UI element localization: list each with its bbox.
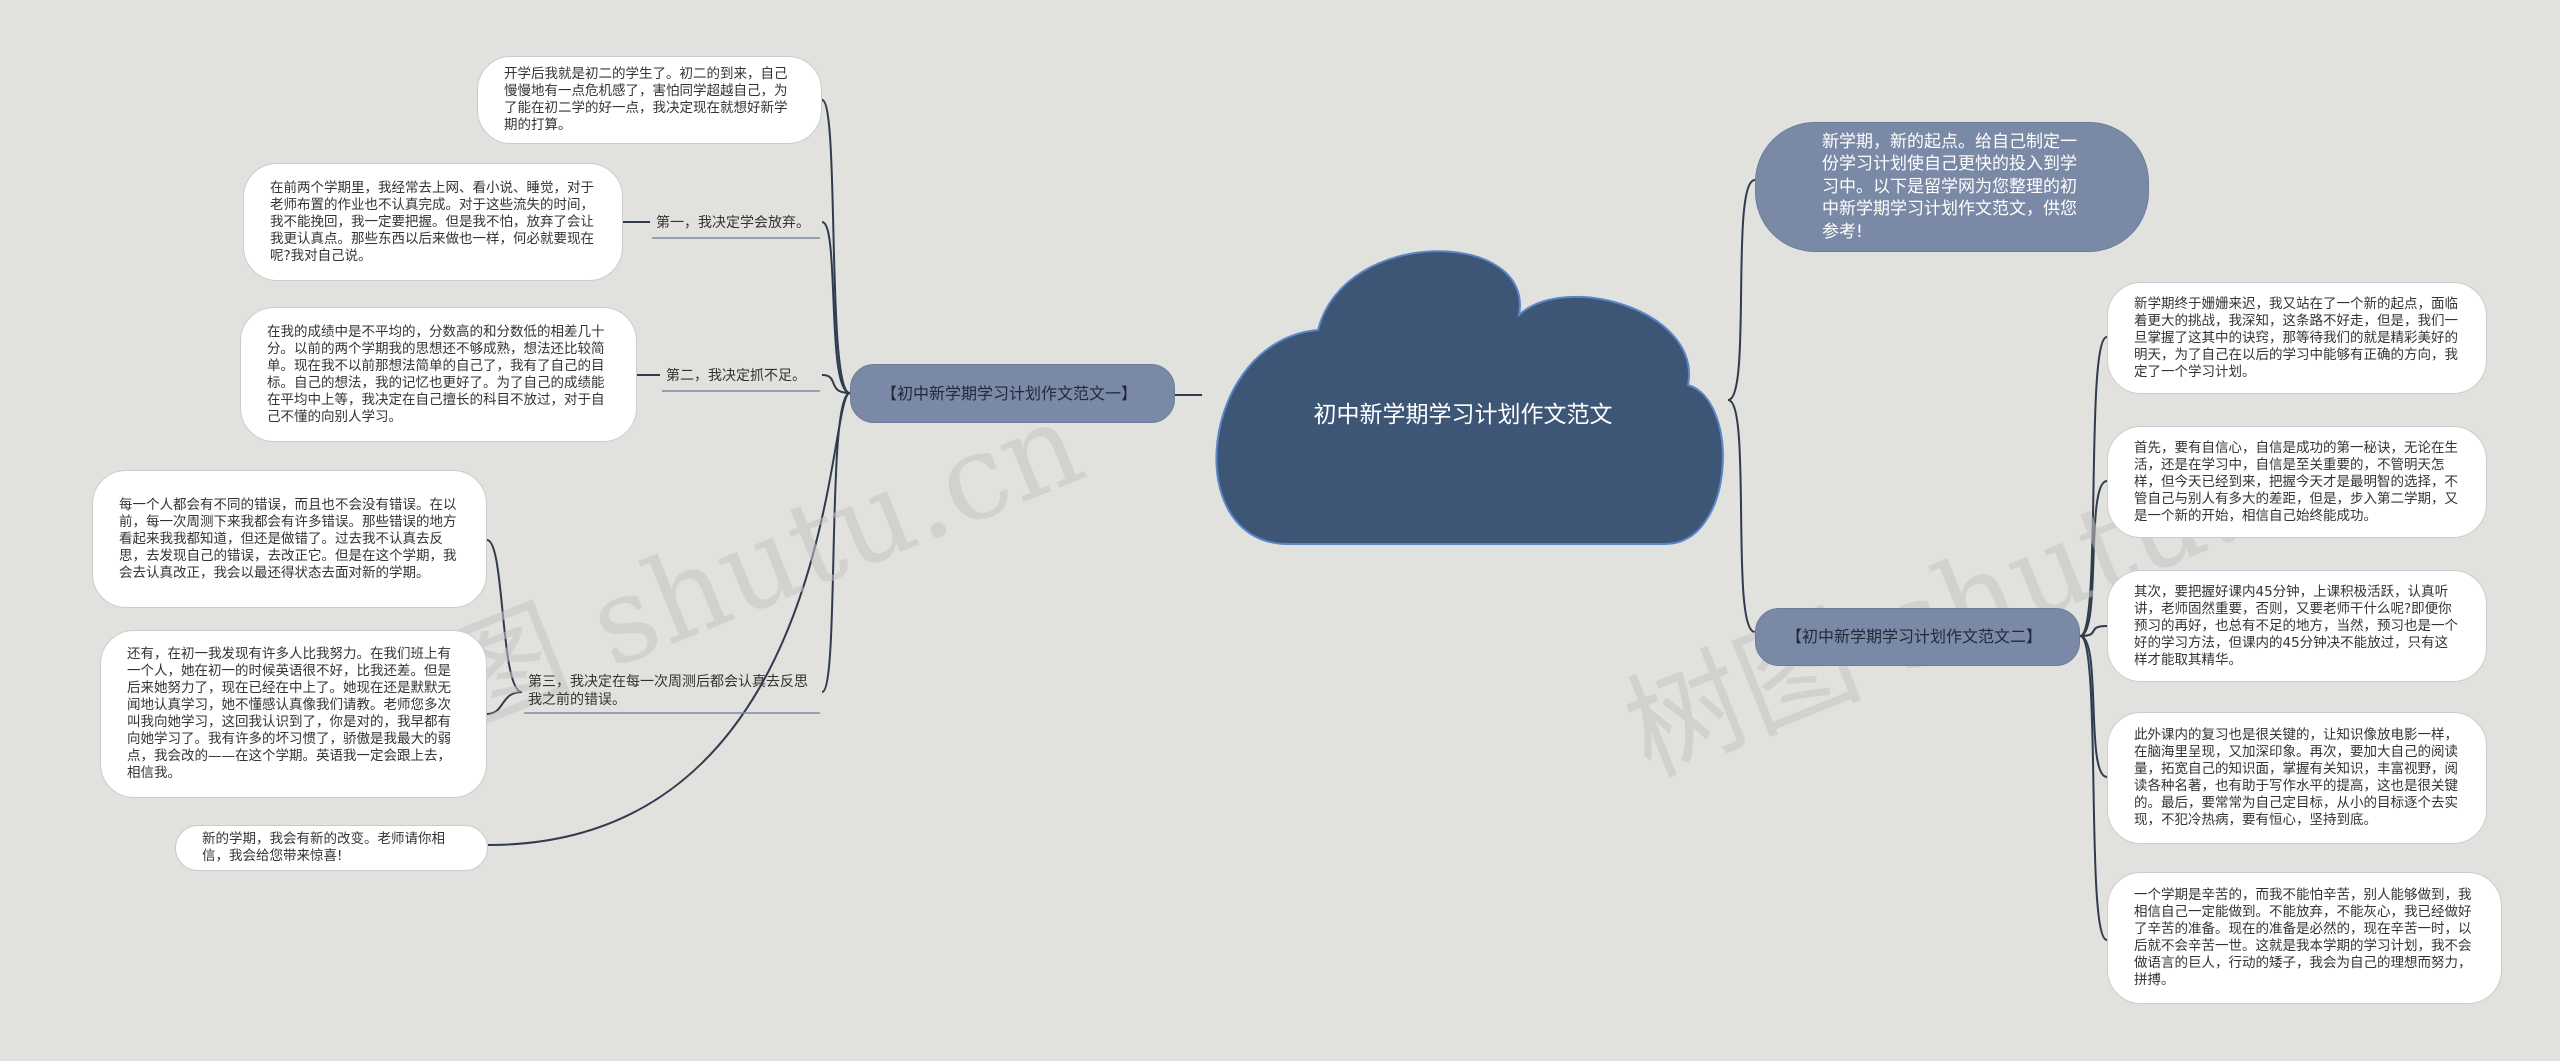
sub-branch-1[interactable]: 第一，我决定学会放弃。 xyxy=(650,210,822,236)
leaf-text: 一个学期是辛苦的，而我不能怕辛苦，别人能够做到，我相信自己一定能做到。不能放弃，… xyxy=(2134,887,2472,988)
leaf-text: 在前两个学期里，我经常去上网、看小说、睡觉，对于老师布置的作业也不认真完成。对于… xyxy=(270,179,594,264)
branch-two-leaf-3[interactable]: 其次，要把握好课内45分钟，上课积极活跃，认真听讲，老师固然重要，否则，又要老师… xyxy=(2107,570,2487,682)
branch-two-label: 【初中新学期学习计划作文范文二】 xyxy=(1786,627,2043,646)
branch-one-node[interactable]: 【初中新学期学习计划作文范文一】 xyxy=(850,364,1175,423)
center-topic[interactable]: 初中新学期学习计划作文范文 xyxy=(1196,380,1730,450)
sub-branch-2-leaf[interactable]: 在我的成绩中是不平均的，分数高的和分数低的相差几十分。以前的两个学期我的思想还不… xyxy=(240,307,637,442)
leaf-text: 在我的成绩中是不平均的，分数高的和分数低的相差几十分。以前的两个学期我的思想还不… xyxy=(267,323,605,425)
sub-branch-3[interactable]: 第三，我决定在每一次周测后都会认真去反思我之前的错误。 xyxy=(522,670,822,712)
intro-node[interactable]: 新学期，新的起点。给自己制定一份学习计划使自己更快的投入到学习中。以下是留学网为… xyxy=(1755,122,2149,252)
leaf-text: 每一个人都会有不同的错误，而且也不会没有错误。在以前，每一次周测下来我都会有许多… xyxy=(119,496,457,581)
branch-one-leaf-top[interactable]: 开学后我就是初二的学生了。初二的到来，自己慢慢地有一点危机感了，害怕同学超越自己… xyxy=(477,56,822,144)
branch-two-node[interactable]: 【初中新学期学习计划作文范文二】 xyxy=(1755,608,2080,666)
leaf-text: 开学后我就是初二的学生了。初二的到来，自己慢慢地有一点危机感了，害怕同学超越自己… xyxy=(504,66,788,133)
leaf-text: 其次，要把握好课内45分钟，上课积极活跃，认真听讲，老师固然重要，否则，又要老师… xyxy=(2134,583,2458,668)
leaf-text: 新的学期，我会有新的改变。老师请你相信，我会给您带来惊喜! xyxy=(202,831,445,864)
leaf-text: 新学期终于姗姗来迟，我又站在了一个新的起点，面临着更大的挑战，我深知，这条路不好… xyxy=(2134,295,2458,380)
branch-two-leaf-4[interactable]: 此外课内的复习也是很关键的，让知识像放电影一样，在脑海里呈现，又加深印象。再次，… xyxy=(2107,712,2487,844)
branch-two-leaf-1[interactable]: 新学期终于姗姗来迟，我又站在了一个新的起点，面临着更大的挑战，我深知，这条路不好… xyxy=(2107,282,2487,394)
sub-branch-3-leaf-b[interactable]: 还有，在初一我发现有许多人比我努力。在我们班上有一个人，她在初一的时候英语很不好… xyxy=(100,630,487,798)
sub-branch-1-leaf[interactable]: 在前两个学期里，我经常去上网、看小说、睡觉，对于老师布置的作业也不认真完成。对于… xyxy=(243,163,623,281)
intro-text: 新学期，新的起点。给自己制定一份学习计划使自己更快的投入到学习中。以下是留学网为… xyxy=(1822,131,2077,242)
center-topic-label: 初中新学期学习计划作文范文 xyxy=(1313,402,1613,428)
branch-two-leaf-2[interactable]: 首先，要有自信心，自信是成功的第一秘诀，无论在生活，还是在学习中，自信是至关重要… xyxy=(2107,426,2487,538)
branch-one-leaf-bottom[interactable]: 新的学期，我会有新的改变。老师请你相信，我会给您带来惊喜! xyxy=(175,825,488,871)
center-cloud-shape xyxy=(1215,250,1724,545)
leaf-text: 首先，要有自信心，自信是成功的第一秘诀，无论在生活，还是在学习中，自信是至关重要… xyxy=(2134,439,2458,524)
sub-branch-3-label: 第三，我决定在每一次周测后都会认真去反思我之前的错误。 xyxy=(528,674,808,708)
sub-branch-3-leaf-a[interactable]: 每一个人都会有不同的错误，而且也不会没有错误。在以前，每一次周测下来我都会有许多… xyxy=(92,470,487,608)
leaf-text: 还有，在初一我发现有许多人比我努力。在我们班上有一个人，她在初一的时候英语很不好… xyxy=(127,646,451,781)
sub-branch-2-label: 第二，我决定抓不足。 xyxy=(666,368,806,384)
branch-one-label: 【初中新学期学习计划作文范文一】 xyxy=(881,383,1138,403)
branch-two-leaf-5[interactable]: 一个学期是辛苦的，而我不能怕辛苦，别人能够做到，我相信自己一定能做到。不能放弃，… xyxy=(2107,872,2502,1004)
leaf-text: 此外课内的复习也是很关键的，让知识像放电影一样，在脑海里呈现，又加深印象。再次，… xyxy=(2134,727,2458,828)
sub-branch-2[interactable]: 第二，我决定抓不足。 xyxy=(660,363,822,389)
sub-branch-1-label: 第一，我决定学会放弃。 xyxy=(656,215,810,231)
